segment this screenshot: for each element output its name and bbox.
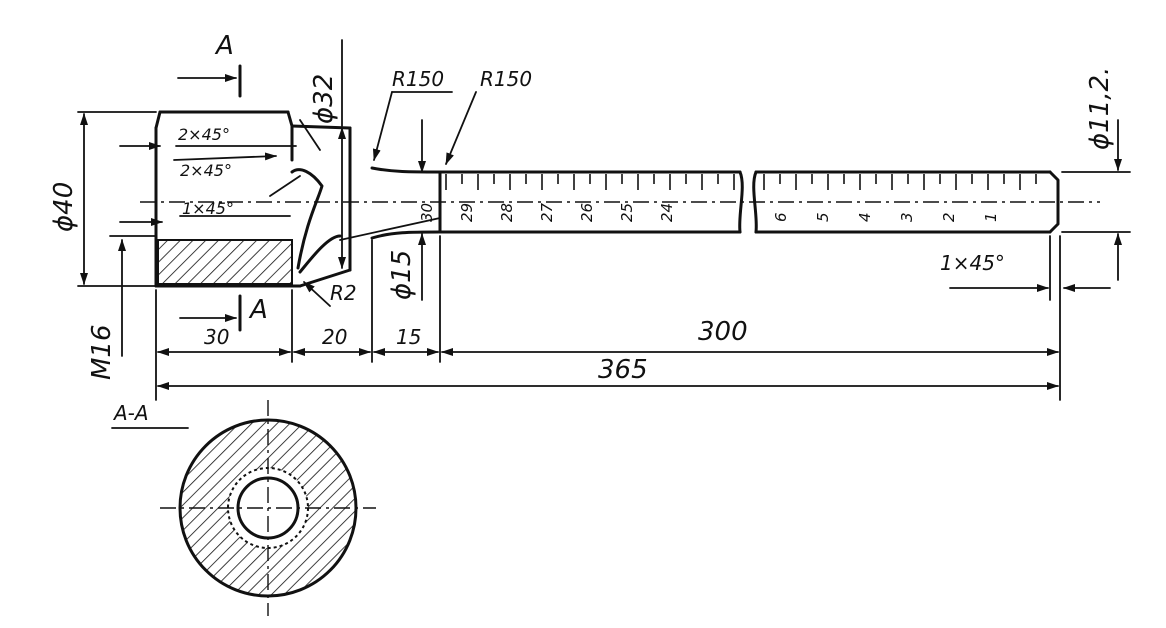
scale-number: 6 xyxy=(772,212,790,222)
radius-2: R2 xyxy=(330,281,357,305)
section-mark-top: A xyxy=(214,31,234,61)
section-view-title: A-A xyxy=(112,401,149,425)
length-300: 300 xyxy=(698,317,748,347)
scale-number: 2 xyxy=(940,212,958,222)
radius-150-b: R150 xyxy=(480,67,532,91)
dimension-lines xyxy=(77,39,1131,401)
scale-number: 25 xyxy=(618,203,636,222)
radius-150-a: R150 xyxy=(392,67,444,91)
length-15: 15 xyxy=(396,325,421,349)
length-20: 20 xyxy=(322,325,347,349)
scale-number: 24 xyxy=(658,203,676,222)
diameter-32: ϕ32 xyxy=(309,74,339,124)
length-365: 365 xyxy=(598,355,648,385)
chamfer-label-3: 1×45° xyxy=(182,199,234,218)
diameter-15: ϕ15 xyxy=(387,250,417,300)
diameter-40: ϕ40 xyxy=(49,182,79,232)
length-30: 30 xyxy=(204,325,229,349)
scale-number: 28 xyxy=(498,203,516,222)
graduation-ticks xyxy=(445,174,1037,190)
scale-number: 1 xyxy=(982,212,1000,222)
part-outline xyxy=(154,110,1060,288)
section-view-a-a xyxy=(111,400,376,616)
thread-m16: M16 xyxy=(87,324,117,380)
section-cut-marks xyxy=(177,64,242,332)
scale-number: 5 xyxy=(814,212,832,222)
chamfer-label-4: 1×45° xyxy=(940,251,1005,275)
scale-number: 4 xyxy=(856,212,874,222)
scale-number: 27 xyxy=(538,202,556,222)
scale-number: 3 xyxy=(898,212,916,222)
section-mark-bottom: A xyxy=(248,295,268,325)
diameter-11-2: ϕ11,2. xyxy=(1085,67,1115,150)
scale-start-value: 30 xyxy=(418,203,436,222)
chamfer-label-1: 2×45° xyxy=(178,125,230,144)
chamfer-label-2: 2×45° xyxy=(180,161,232,180)
scale-number: 26 xyxy=(578,203,596,222)
hatched-section xyxy=(157,239,293,285)
scale-number: 29 xyxy=(458,203,476,222)
